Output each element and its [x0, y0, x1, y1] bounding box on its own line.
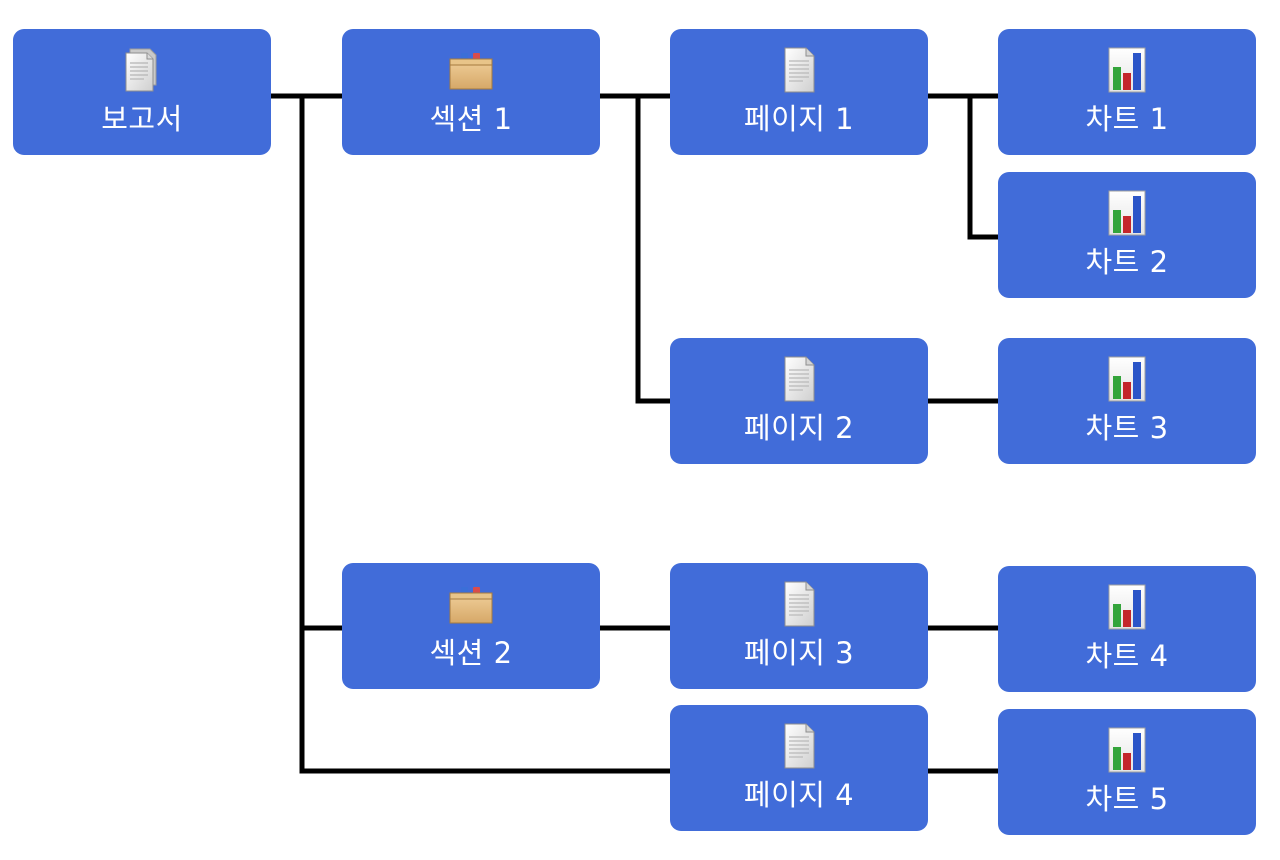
bar-chart-icon: [1108, 47, 1146, 93]
connector-page1-trunk: [967, 93, 1001, 240]
node-chart-5[interactable]: 차트 5: [998, 709, 1256, 835]
folder-icon: [449, 53, 493, 90]
page-icon: [784, 47, 815, 93]
node-label: 차트 4: [1085, 639, 1169, 673]
node-label: 차트 3: [1085, 411, 1169, 445]
node-label: 차트 1: [1085, 102, 1169, 136]
document-stack-icon: [125, 48, 157, 92]
node-section-2[interactable]: 섹션 2: [342, 563, 600, 689]
node-label: 페이지 1: [743, 102, 855, 136]
node-label: 페이지 4: [743, 778, 855, 812]
node-chart-4[interactable]: 차트 4: [998, 566, 1256, 692]
connector-section1-trunk: [635, 93, 673, 404]
bar-chart-icon: [1108, 356, 1146, 402]
node-label: 보고서: [101, 102, 183, 136]
node-chart-3[interactable]: 차트 3: [998, 338, 1256, 464]
page-icon: [784, 723, 815, 769]
node-report[interactable]: 보고서: [13, 29, 271, 155]
node-label: 페이지 3: [743, 636, 855, 670]
bar-chart-icon: [1108, 190, 1146, 236]
node-page-3[interactable]: 페이지 3: [670, 563, 928, 689]
page-icon: [784, 581, 815, 627]
node-page-4[interactable]: 페이지 4: [670, 705, 928, 831]
node-label: 섹션 2: [429, 636, 513, 670]
node-page-2[interactable]: 페이지 2: [670, 338, 928, 464]
node-label: 차트 5: [1085, 782, 1169, 816]
node-label: 섹션 1: [429, 102, 513, 136]
node-page-1[interactable]: 페이지 1: [670, 29, 928, 155]
node-chart-2[interactable]: 차트 2: [998, 172, 1256, 298]
bar-chart-icon: [1108, 584, 1146, 630]
node-chart-1[interactable]: 차트 1: [998, 29, 1256, 155]
folder-icon: [449, 587, 493, 624]
node-label: 차트 2: [1085, 245, 1169, 279]
node-label: 페이지 2: [743, 411, 855, 445]
bar-chart-icon: [1108, 727, 1146, 773]
node-section-1[interactable]: 섹션 1: [342, 29, 600, 155]
page-icon: [784, 356, 815, 402]
